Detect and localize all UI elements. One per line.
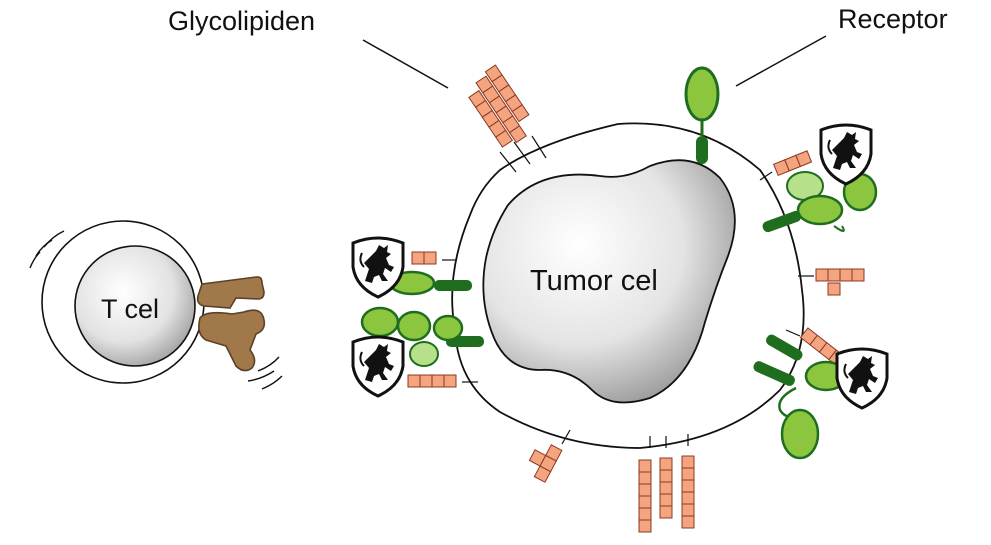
receptor-leader-line bbox=[735, 35, 827, 87]
t-cell-nucleus bbox=[74, 245, 196, 367]
t-cell-label: T cel bbox=[101, 294, 159, 324]
antibody-shield-lower-right bbox=[835, 347, 889, 410]
tumor-cell: Tumor cel bbox=[451, 122, 805, 449]
motion-lines-icon bbox=[29, 230, 283, 390]
receptor-lower-right bbox=[753, 334, 848, 460]
receptor-top bbox=[684, 66, 720, 164]
glycolipid-upper-right bbox=[759, 150, 813, 181]
shield-icon bbox=[351, 335, 405, 398]
glycolipid-left-lower bbox=[407, 374, 478, 388]
receptor-left-lower bbox=[360, 306, 484, 367]
antibody-shield-left-lower bbox=[351, 335, 405, 398]
glycolipid-cluster-top bbox=[468, 64, 547, 173]
glycolipids-label: Glycolipiden bbox=[168, 6, 315, 36]
tumor-cell-nucleus bbox=[482, 159, 736, 404]
glycolipid-lower-right bbox=[785, 327, 847, 368]
glycolipid-cluster-bottom bbox=[638, 434, 695, 533]
receptor-upper-right bbox=[762, 171, 878, 233]
t-cell: T cel bbox=[29, 220, 283, 390]
glycolipids-leader-line bbox=[362, 39, 449, 89]
glycolipid-right bbox=[798, 268, 865, 296]
glycolipid-left-upper bbox=[411, 251, 456, 265]
receptor-label: Receptor bbox=[838, 4, 948, 34]
t-cell-receptor bbox=[196, 276, 266, 372]
tumor-cell-label: Tumor cel bbox=[530, 265, 658, 297]
shield-icon bbox=[835, 347, 889, 410]
glycolipid-lower-left bbox=[528, 429, 571, 483]
